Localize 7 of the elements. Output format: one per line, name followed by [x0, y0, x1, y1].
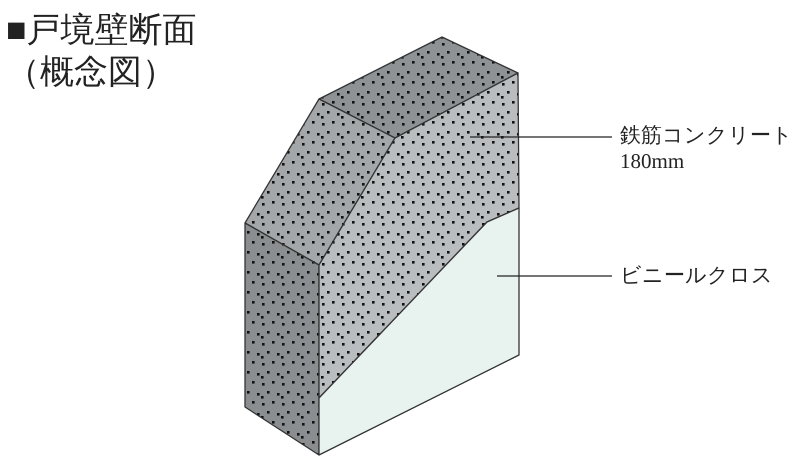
leader-line — [497, 275, 612, 277]
concrete-wall-drawing — [244, 36, 520, 456]
section-heading: ■戸境壁断面（概念図） — [6, 11, 198, 93]
material-label: ビニールクロス — [620, 262, 773, 288]
leader-line — [470, 136, 612, 138]
vinyl-cloth-surface — [318, 207, 520, 456]
material-label: 鉄筋コンクリート 180mm — [620, 122, 793, 174]
